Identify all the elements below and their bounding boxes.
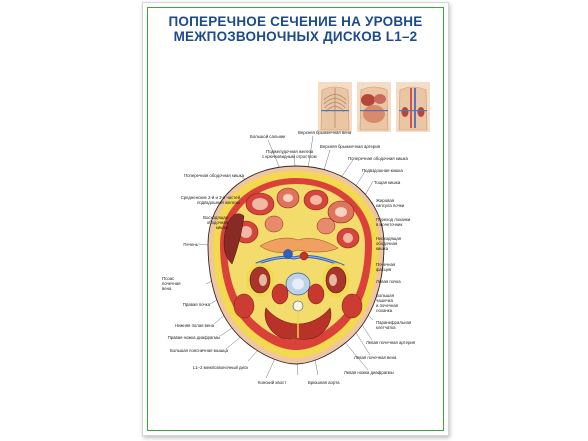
abdominal-aorta (299, 251, 309, 261)
label-pancreas-2: с крючковидным отростком (262, 154, 317, 159)
label-intervertebral-disc: L1–2 межпозвоночный диск (192, 365, 248, 370)
label-left-renal-vein: Левая почечная вена (354, 355, 397, 360)
inferior-vena-cava (283, 249, 293, 259)
label-left-kidney: Левая почка (376, 279, 401, 284)
torso-thumbnail-organs (357, 82, 391, 132)
label-duodenum-1: Средненские 2-й и 3-й частей (180, 195, 240, 200)
label-left-crus: Левая ножка диафрагмы (344, 370, 394, 375)
back-muscles (264, 307, 332, 340)
label-calyx-1: Большая (376, 293, 395, 298)
label-calyx-4: лоханка (376, 308, 393, 313)
cross-section-illustration (197, 135, 385, 379)
label-ascending-colon-1: Восходящая (203, 215, 228, 220)
label-liver: Печень (183, 242, 198, 247)
label-descending-colon-3: кишка (376, 246, 389, 251)
label-renal-fascia-2: фасция (376, 267, 392, 272)
label-left-renal-artery: Левая почечная артерия (366, 340, 416, 345)
label-calyx-2: чашечка (376, 298, 393, 303)
left-kidney (322, 263, 350, 297)
label-psoas-3: вена (162, 286, 172, 291)
label-fat-capsule-1: Жировая (376, 198, 395, 203)
label-ascending-colon-3: кишка (215, 225, 228, 230)
label-ureter-2: в мочеточник (376, 222, 403, 227)
label-psoas-2: почечная (162, 281, 181, 286)
right-psoas-muscle (271, 283, 289, 305)
label-jejunum: Тощая кишка (374, 180, 401, 185)
label-fat-capsule-2: капсула почки (376, 203, 405, 208)
label-psoas-major: Большая поясничная мышца (169, 348, 228, 353)
label-ascending-colon-2: ободочная (206, 220, 228, 225)
liver (223, 213, 245, 265)
label-calyx-3: и почечная (376, 303, 399, 308)
label-paranephric-1: Паранефральная (376, 320, 412, 325)
poster-title: ПОПЕРЕЧНОЕ СЕЧЕНИЕ НА УРОВНЕ МЕЖПОЗВОНОЧ… (156, 14, 435, 44)
label-greater-omentum: Большой сальник (250, 134, 286, 139)
label-inferior-vena-cava: Нижняя полая вена (174, 323, 214, 328)
title-line-1: ПОПЕРЕЧНОЕ СЕЧЕНИЕ НА УРОВНЕ (168, 14, 423, 29)
poster-frame: ПОПЕРЕЧНОЕ СЕЧЕНИЕ НА УРОВНЕ МЕЖПОЗВОНОЧ… (147, 7, 444, 431)
label-ileum: Подвздошная кишка (362, 168, 403, 173)
label-duodenum-2: подвздошной железы (197, 200, 240, 205)
label-descending-colon-2: ободочная (376, 241, 398, 246)
orientation-thumbnails (318, 82, 430, 134)
label-cauda-equina: Конский хвост (258, 380, 287, 385)
title-line-2: МЕЖПОЗВОНОЧНЫХ ДИСКОВ L1–2 (173, 29, 418, 44)
label-renal-fascia-1: Почечная (376, 262, 396, 267)
label-right-crus: Правая ножка диафрагмы (167, 335, 220, 340)
right-kidney (246, 263, 274, 297)
torso-thumbnail-vessels (396, 82, 430, 132)
spinal-canal (292, 300, 304, 312)
label-transverse-colon-left: Поперечная ободочная кишка (184, 173, 244, 178)
anatomy-poster: ПОПЕРЕЧНОЕ СЕЧЕНИЕ НА УРОВНЕ МЕЖПОЗВОНОЧ… (142, 2, 449, 436)
left-psoas-muscle (307, 283, 325, 305)
label-sup-mesenteric-vein: Верхняя брыжеечная вена (298, 130, 352, 135)
label-descending-colon-1: Нисходящая (376, 236, 402, 241)
label-paranephric-2: клетчатка (376, 325, 396, 330)
torso-thumbnail-skeleton (318, 82, 352, 132)
label-abdominal-aorta: Брюшная аорта (308, 380, 340, 385)
label-pancreas-1: Поджелудочная железа (266, 149, 314, 154)
label-psoas-1: Псоас (162, 276, 175, 281)
label-ureter-1: Переход лоханки (376, 217, 411, 222)
label-transverse-colon-right: Поперечная ободочная кишка (348, 156, 408, 161)
label-right-kidney: Правая почка (182, 302, 210, 307)
label-sup-mesenteric-artery: Верхняя брыжеечная артерия (320, 144, 381, 149)
